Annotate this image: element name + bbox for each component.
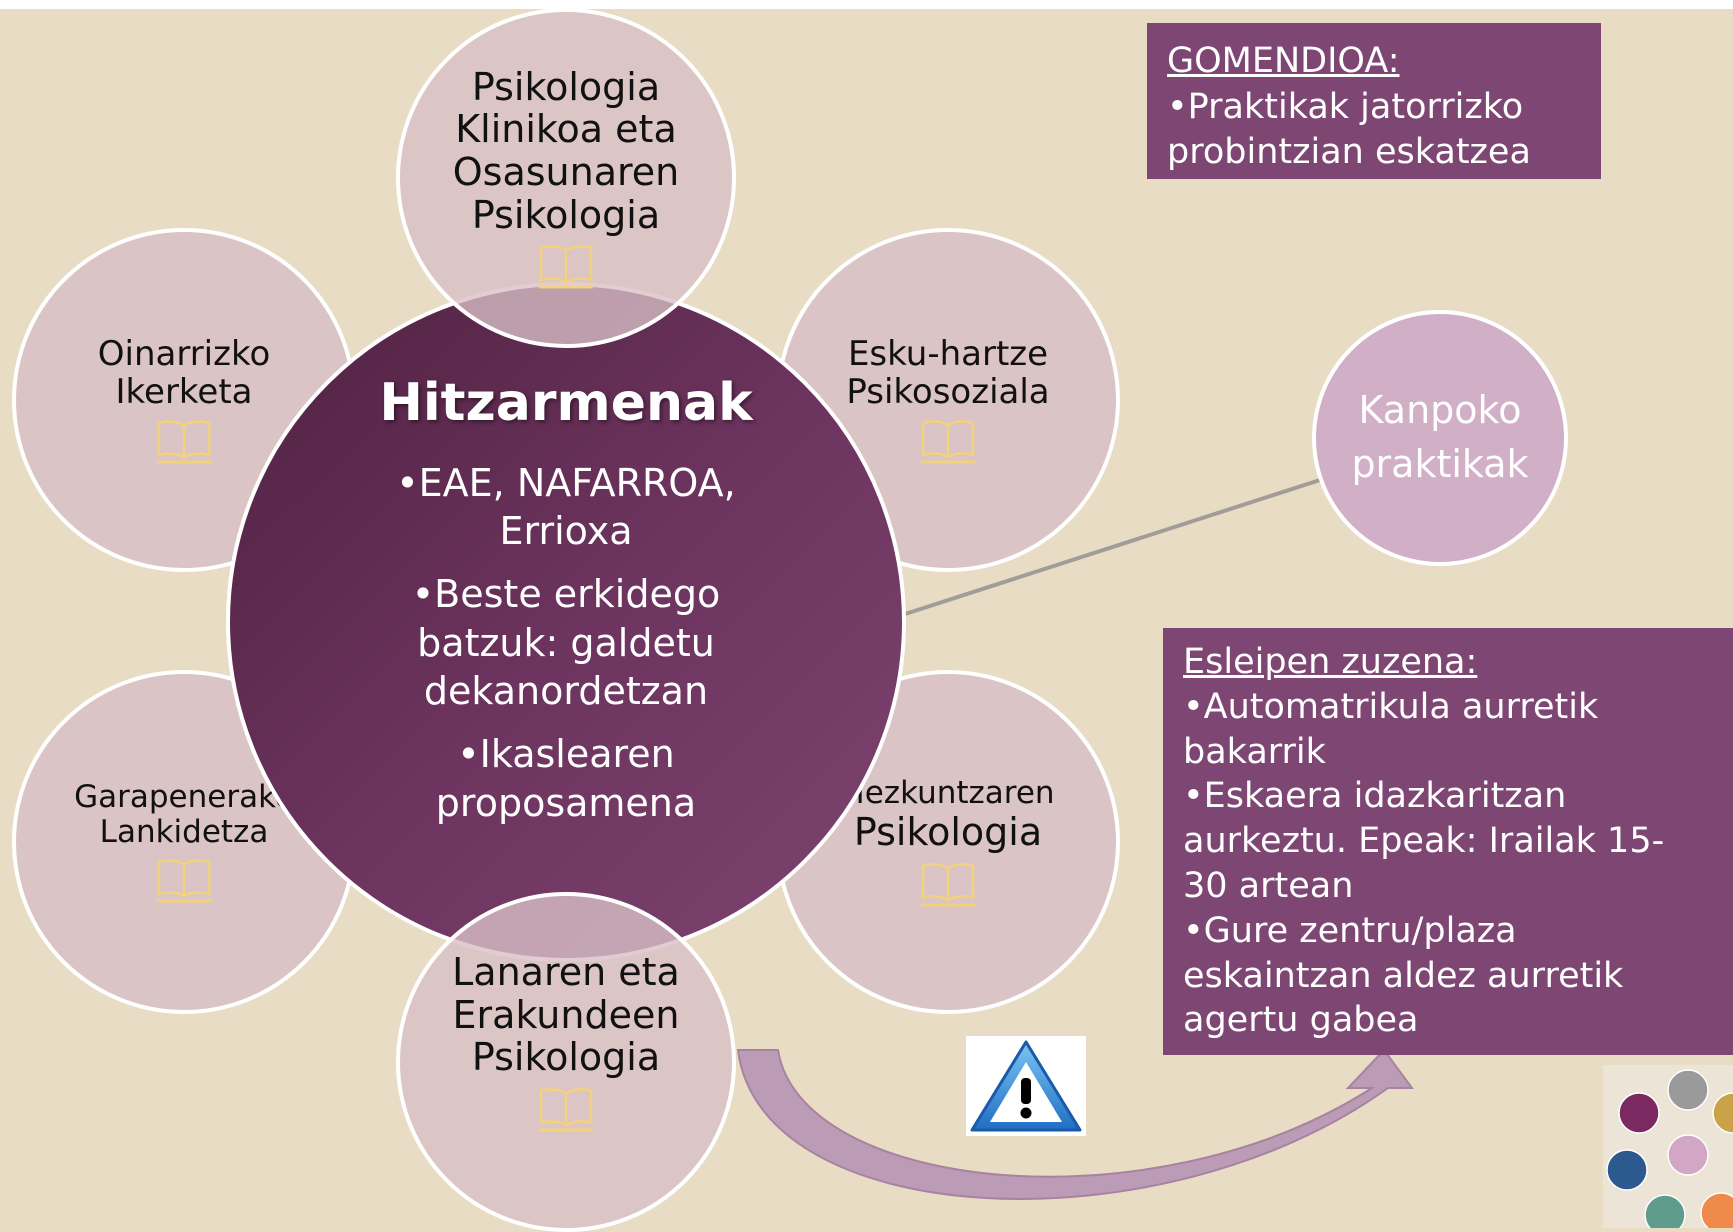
- satellite-bottom: Lanaren eta Erakundeen Psikologia: [396, 892, 736, 1232]
- slide-thumbnail: [1603, 1065, 1733, 1228]
- book-icon: [157, 420, 211, 464]
- connector-line: [901, 478, 1321, 617]
- top-band: [0, 0, 1733, 9]
- kanpoko-label: Kanpoko praktikak: [1351, 388, 1529, 486]
- satellite-label: Garapenerako Lankidetza: [74, 779, 294, 850]
- center-circle: Hitzarmenak •EAE, NAFARROA, Errioxa •Bes…: [226, 282, 906, 962]
- book-icon: [157, 858, 211, 903]
- curved-arrow: [736, 1048, 1414, 1200]
- satellite-top: Psikologia Klinikoa eta Osasunaren Psiko…: [396, 8, 736, 348]
- satellite-label: Esku-hartze Psikosoziala: [846, 333, 1050, 412]
- esleipen-note: Esleipen zuzena: •Automatrikula aurretik…: [1163, 628, 1733, 1055]
- esleipen-item: •Automatrikula aurretik bakarrik: [1183, 686, 1599, 772]
- book-icon: [539, 245, 593, 289]
- gomendioa-heading: GOMENDIOA:: [1167, 41, 1400, 81]
- satellite-label-line2: Psikologia: [853, 810, 1043, 855]
- center-item: •Beste erkidego batzuk: galdetu dekanord…: [411, 572, 721, 714]
- satellite-label: Psikologia Klinikoa eta Osasunaren Psiko…: [452, 64, 680, 237]
- esleipen-item: •Eskaera idazkaritzan aurkeztu. Epeak: I…: [1183, 776, 1665, 906]
- center-title: Hitzarmenak: [379, 372, 753, 433]
- gomendioa-note: GOMENDIOA: •Praktikak jatorrizko probint…: [1147, 23, 1601, 179]
- warning-triangle-icon: [966, 1036, 1086, 1136]
- book-icon: [539, 1087, 593, 1132]
- center-item: •Ikaslearen proposamena: [435, 731, 697, 825]
- satellite-label-line1: Hezkuntzaren: [841, 775, 1055, 812]
- esleipen-item: •Gure zentru/plaza eskaintzan aldez aurr…: [1183, 910, 1624, 1041]
- center-item: •EAE, NAFARROA, Errioxa: [396, 460, 736, 554]
- gomendioa-body: •Praktikak jatorrizko probintzian eskatz…: [1167, 86, 1531, 173]
- satellite-label: Oinarrizko Ikerketa: [97, 333, 271, 412]
- book-icon: [921, 420, 975, 464]
- esleipen-heading: Esleipen zuzena:: [1183, 642, 1478, 682]
- book-icon: [921, 862, 975, 907]
- satellite-label: Lanaren eta Erakundeen Psikologia: [452, 950, 680, 1080]
- kanpoko-praktikak-circle: Kanpoko praktikak: [1312, 310, 1568, 566]
